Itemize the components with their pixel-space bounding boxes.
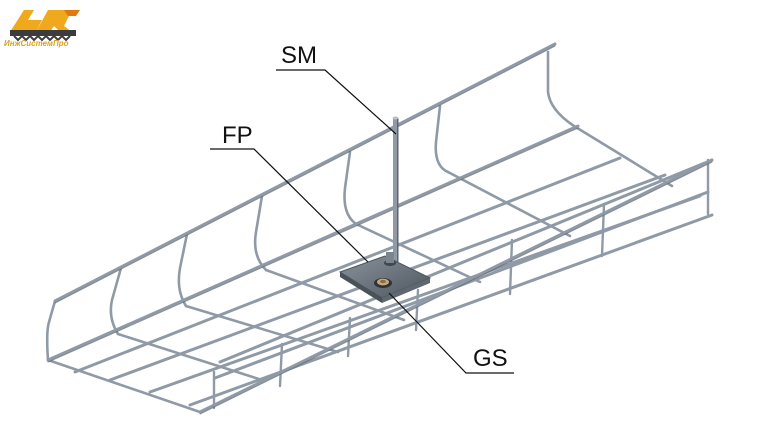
- grip-screw: [374, 278, 392, 288]
- leader-sm: [276, 69, 397, 135]
- callout-label-gs: GS: [473, 345, 508, 372]
- logo-caption: ИнжСистемПро: [4, 39, 69, 48]
- leader-gs: [388, 292, 514, 374]
- callout-label-sm: SM: [281, 42, 317, 69]
- callout-label-fp: FP: [222, 122, 253, 149]
- callout-leaders: [210, 69, 514, 374]
- suspension-rod: [392, 116, 399, 268]
- logo-mark: [10, 10, 80, 42]
- leader-fp: [210, 148, 369, 263]
- company-logo: [10, 10, 80, 42]
- fixing-plate: [338, 252, 432, 303]
- wire-mesh-tray: [45, 42, 714, 415]
